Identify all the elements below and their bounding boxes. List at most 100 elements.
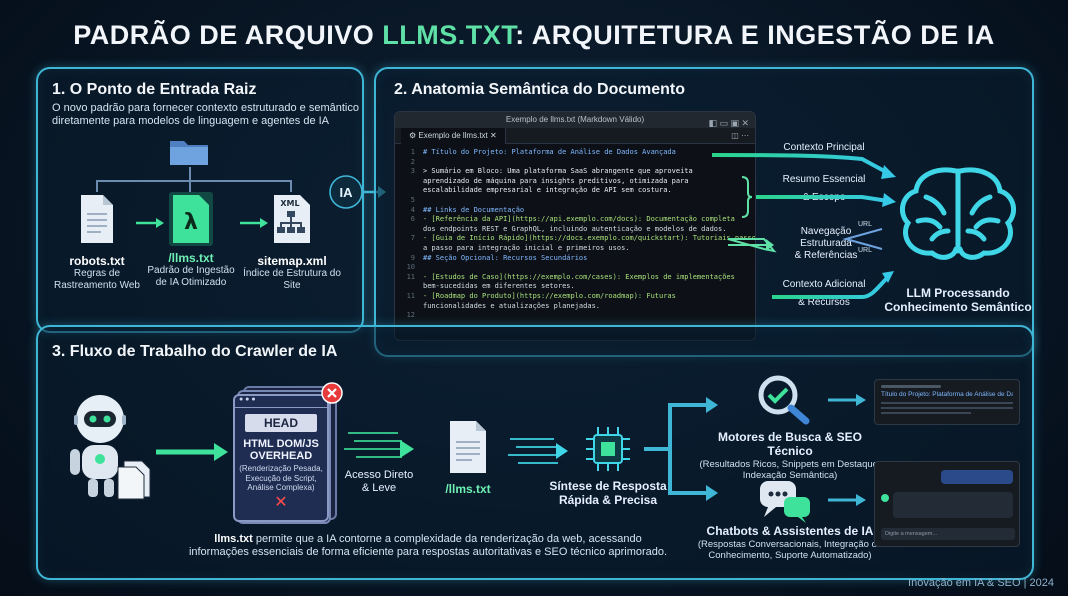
svg-text:λ: λ — [184, 210, 198, 235]
brain-icon — [899, 167, 1017, 260]
line-text: escalabilidade empresarial e integração … — [423, 186, 672, 195]
llm-processing-label: LLM Processando Conhecimento Semântico — [884, 286, 1032, 314]
url-arrows-icon — [842, 228, 883, 250]
line-number — [395, 244, 423, 254]
arrow-right-icon — [828, 394, 866, 406]
code-line: dos endpoints REST e GraphQL, incluindo … — [395, 225, 755, 235]
panel3-title: 3. Fluxo de Trabalho do Crawler de IA — [52, 343, 338, 360]
access-label: Acesso Direto & Leve — [344, 469, 414, 494]
line-text: dos endpoints REST e GraphQL, incluindo … — [423, 224, 727, 233]
code-line: 1# Título do Projeto: Plataforma de Anál… — [395, 148, 755, 158]
line-number — [395, 302, 423, 312]
code-line: 5 — [395, 196, 755, 206]
code-editor-window: Exemplo de llms.txt (Markdown Válido) ◧ … — [394, 111, 756, 341]
search-engines-label: Motores de Busca & SEO Técnico (Resultad… — [699, 430, 881, 482]
llms-txt-item: λ /llms.txt Padrão de Ingestão de IA Oti… — [142, 191, 240, 289]
sitemap-xml-item: XML sitemap.xml Índice de Estrutura do S… — [242, 193, 342, 292]
robots-txt-item: robots.txt Regras de Rastreamento Web — [52, 193, 142, 292]
branch-arrows — [644, 397, 718, 501]
code-line: 12 — [395, 311, 755, 321]
code-line: aprendizado de máquina para insights pre… — [395, 177, 755, 187]
document-icon — [450, 421, 486, 473]
panel2-title: 2. Anatomia Semântica do Documento — [394, 81, 686, 98]
head-tag: HEAD — [245, 414, 317, 432]
line-text: ## Links de Documentação — [423, 205, 525, 214]
editor-tabs: ⚙ Exemplo de llms.txt ✕ ◫ ⋯ — [395, 128, 755, 144]
line-number — [395, 186, 423, 196]
document-icon — [81, 195, 113, 243]
html-overhead-stack: ● ● ● HEAD HTML DOM/JS OVERHEAD (Renderi… — [233, 382, 343, 524]
search-icon — [758, 375, 810, 425]
line-number: 11 — [406, 291, 415, 300]
editor-titlebar: Exemplo de llms.txt (Markdown Válido) ◧ … — [395, 112, 755, 128]
panel-crawler-workflow: 3. Fluxo de Trabalho do Crawler de IA ● … — [36, 325, 1034, 580]
folder-icon — [170, 141, 208, 165]
line-text: funcionalidades e atualizações planejada… — [423, 301, 601, 310]
svg-text:IA: IA — [340, 185, 354, 200]
code-line: 7 - [Guia de Início Rápido](https://docs.… — [395, 234, 755, 244]
code-line: 10 — [395, 263, 755, 273]
line-text: - [Roadmap do Produto](https://exemplo.c… — [423, 291, 676, 300]
line-number: 11 — [406, 272, 415, 281]
cross-icon: ✕ — [274, 493, 288, 511]
line-text: - [Guia de Início Rápido](https://docs.e… — [423, 234, 756, 243]
flow-arrows — [712, 153, 896, 299]
speed-lines — [508, 438, 568, 464]
arrow-right-icon — [156, 443, 228, 461]
label-navegacao: Navegação Estruturada & Referências — [794, 226, 858, 261]
code-content: 1# Título do Projeto: Plataforma de Anál… — [395, 144, 755, 321]
tab-llms-txt[interactable]: ⚙ Exemplo de llms.txt ✕ — [401, 128, 506, 144]
arrow-right-icon — [240, 218, 268, 228]
line-number — [395, 177, 423, 187]
line-text: - [Referência da API](https://api.exempl… — [423, 215, 735, 224]
code-line: a passo para integração inicial e primei… — [395, 244, 755, 254]
footer-note: llms.txt permite que a IA contorne a com… — [188, 533, 668, 558]
svg-text:XML: XML — [280, 199, 299, 208]
code-line: 4 ## Links de Documentação — [395, 206, 755, 216]
url-badge-top: URL — [858, 221, 873, 228]
label-contexto-adicional: Contexto Adicional & Recursos — [782, 279, 866, 308]
arrow-right-icon — [828, 494, 866, 506]
chat-bubble-icon — [760, 481, 810, 523]
line-number: 1 — [410, 148, 415, 156]
code-line: 3 > Sumário em Bloco: Uma plataforma SaaS… — [395, 167, 755, 177]
page-title: PADRÃO DE ARQUIVO LLMS.TXT: ARQUITETURA … — [73, 20, 995, 50]
code-line: 2 — [395, 158, 755, 168]
panel1-description: O novo padrão para fornecer contexto est… — [52, 102, 359, 127]
code-line: bem-sucedidas em diferentes setores. — [395, 282, 755, 292]
arrow-right-icon — [136, 218, 164, 228]
line-number: 2 — [410, 157, 415, 166]
chatbots-label: Chatbots & Assistentes de IA (Respostas … — [697, 524, 883, 562]
code-line: 11 - [Roadmap do Produto](https://exemplo… — [395, 292, 755, 302]
ia-brain-connector: IA — [329, 175, 386, 209]
robot-crawler-icon — [70, 395, 151, 500]
line-number: 7 — [410, 234, 415, 243]
llms-file-node: /llms.txt — [432, 419, 504, 496]
serp-preview: Título do Projeto: Plataforma de Análise… — [874, 379, 1020, 425]
code-line: 6 - [Referência da API](https://api.exemp… — [395, 215, 755, 225]
code-line: 11- [Estudos de Caso](https://exemplo.co… — [395, 273, 755, 283]
line-number: 10 — [406, 263, 415, 272]
chat-input[interactable]: Digite a mensagem... — [881, 528, 1015, 540]
code-line: escalabilidade empresarial e integração … — [395, 186, 755, 196]
line-text: ## Seção Opcional: Recursos Secundários — [423, 253, 588, 262]
processor-chip-icon — [586, 427, 630, 471]
line-number: 3 — [410, 167, 415, 176]
lambda-file-icon: λ — [169, 192, 213, 246]
line-number: 5 — [410, 195, 415, 204]
line-text: > Sumário em Bloco: Uma plataforma SaaS … — [423, 167, 693, 176]
line-number: 12 — [406, 311, 415, 320]
code-line: funcionalidades e atualizações planejada… — [395, 302, 755, 312]
line-number: 9 — [410, 253, 415, 262]
line-number: 4 — [410, 205, 415, 214]
line-text: bem-sucedidas em diferentes setores. — [423, 282, 575, 291]
editor-actions-icon[interactable]: ◫ ⋯ — [731, 131, 749, 140]
label-contexto-principal: Contexto Principal — [783, 142, 865, 153]
error-icon — [321, 382, 343, 404]
line-number: 6 — [410, 215, 415, 224]
overhead-label: HTML DOM/JS OVERHEAD — [243, 438, 319, 462]
line-text: aprendizado de máquina para insights pre… — [423, 176, 689, 185]
window-controls-icon[interactable]: ◧ ▭ ▣ ✕ — [708, 118, 749, 128]
credit: Inovação em IA & SEO | 2024 — [908, 577, 1054, 589]
overhead-sub: (Renderização Pesada, Execução de Script… — [239, 464, 323, 492]
